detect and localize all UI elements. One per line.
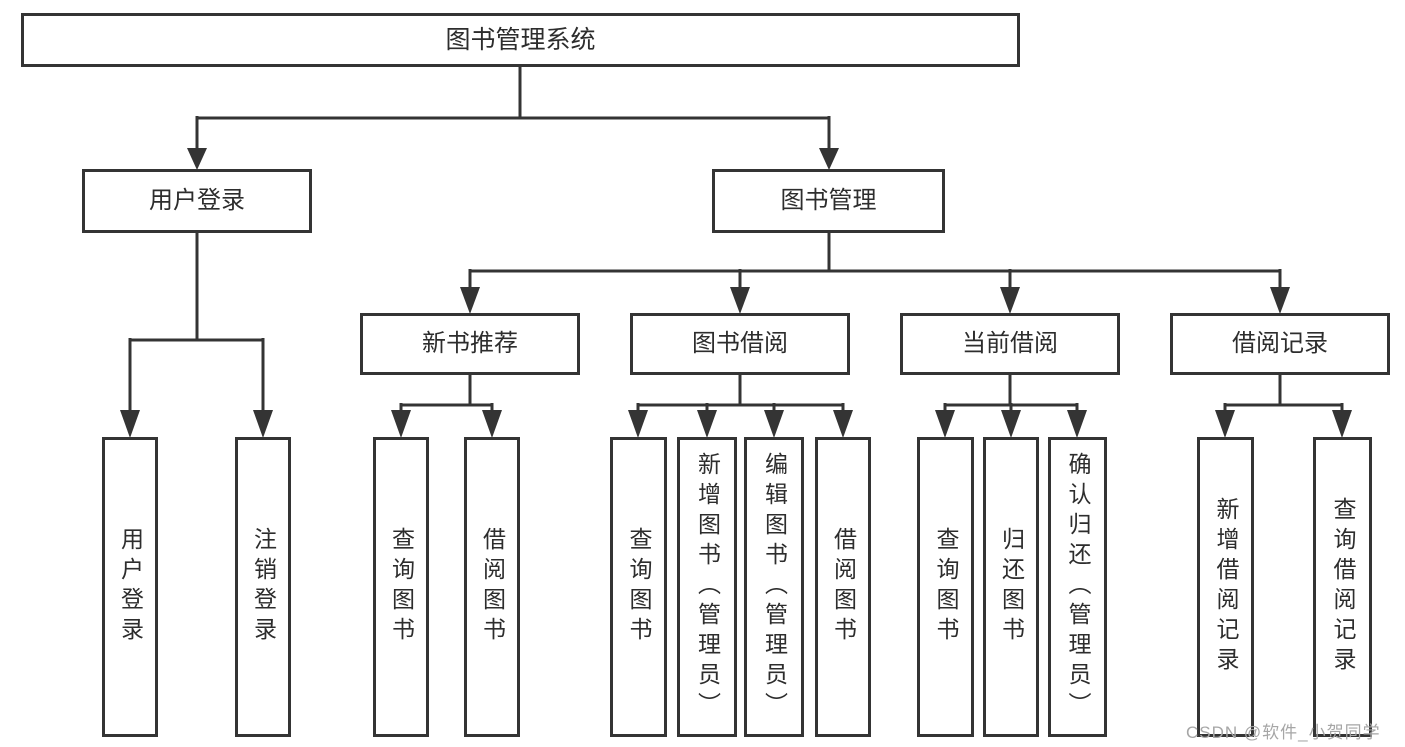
leaf-recommend-borrow-books: 借阅图书 <box>464 437 520 737</box>
node-new-book-recommend: 新书推荐 <box>360 313 580 375</box>
node-label: 新书推荐 <box>422 330 518 357</box>
node-label: 图书管理系统 <box>445 25 596 54</box>
leaf-user-login: 用户登录 <box>102 437 158 737</box>
leaf-label: 用户登录 <box>117 527 144 647</box>
leaf-label: 注销登录 <box>250 527 277 647</box>
leaf-label: 查询图书 <box>626 527 652 647</box>
node-current-borrowing: 当前借阅 <box>900 313 1120 375</box>
arrowheads <box>120 148 1352 438</box>
leaf-current-confirm-return-admin: 确认归还（管理员） <box>1048 437 1107 737</box>
leaf-borrowing-query-books: 查询图书 <box>610 437 667 737</box>
leaf-current-return-books: 归还图书 <box>983 437 1039 737</box>
node-label: 图书管理 <box>780 187 877 214</box>
node-user-login: 用户登录 <box>82 169 312 233</box>
node-book-borrowing: 图书借阅 <box>630 313 850 375</box>
node-book-management: 图书管理 <box>712 169 945 233</box>
leaf-label: 查询借阅记录 <box>1330 497 1356 677</box>
leaf-label: 归还图书 <box>998 527 1025 647</box>
node-label: 用户登录 <box>149 187 245 214</box>
node-library-management-system: 图书管理系统 <box>21 13 1020 67</box>
leaf-borrowing-edit-books-admin: 编辑图书（管理员） <box>744 437 804 737</box>
leaf-recommend-query-books: 查询图书 <box>373 437 429 737</box>
node-label: 图书借阅 <box>692 330 788 357</box>
leaf-label: 编辑图书（管理员） <box>761 452 788 722</box>
csdn-watermark: CSDN @软件_小贺同学 <box>1186 723 1381 742</box>
leaf-label: 借阅图书 <box>830 527 857 647</box>
leaf-current-query-books: 查询图书 <box>917 437 974 737</box>
leaf-records-query-borrow-record: 查询借阅记录 <box>1313 437 1372 737</box>
leaf-label: 新增图书（管理员） <box>694 452 721 722</box>
leaf-borrowing-add-books-admin: 新增图书（管理员） <box>677 437 737 737</box>
leaf-label: 查询图书 <box>388 527 415 647</box>
node-borrow-records: 借阅记录 <box>1170 313 1390 375</box>
leaf-records-add-borrow-record: 新增借阅记录 <box>1197 437 1254 737</box>
leaf-label: 确认归还（管理员） <box>1065 452 1091 722</box>
node-label: 借阅记录 <box>1232 330 1328 357</box>
node-label: 当前借阅 <box>962 330 1058 357</box>
leaf-borrowing-borrow-books: 借阅图书 <box>815 437 871 737</box>
leaf-label: 新增借阅记录 <box>1213 497 1239 677</box>
leaf-label: 查询图书 <box>933 527 959 647</box>
leaf-label: 借阅图书 <box>479 527 506 647</box>
leaf-logout: 注销登录 <box>235 437 291 737</box>
